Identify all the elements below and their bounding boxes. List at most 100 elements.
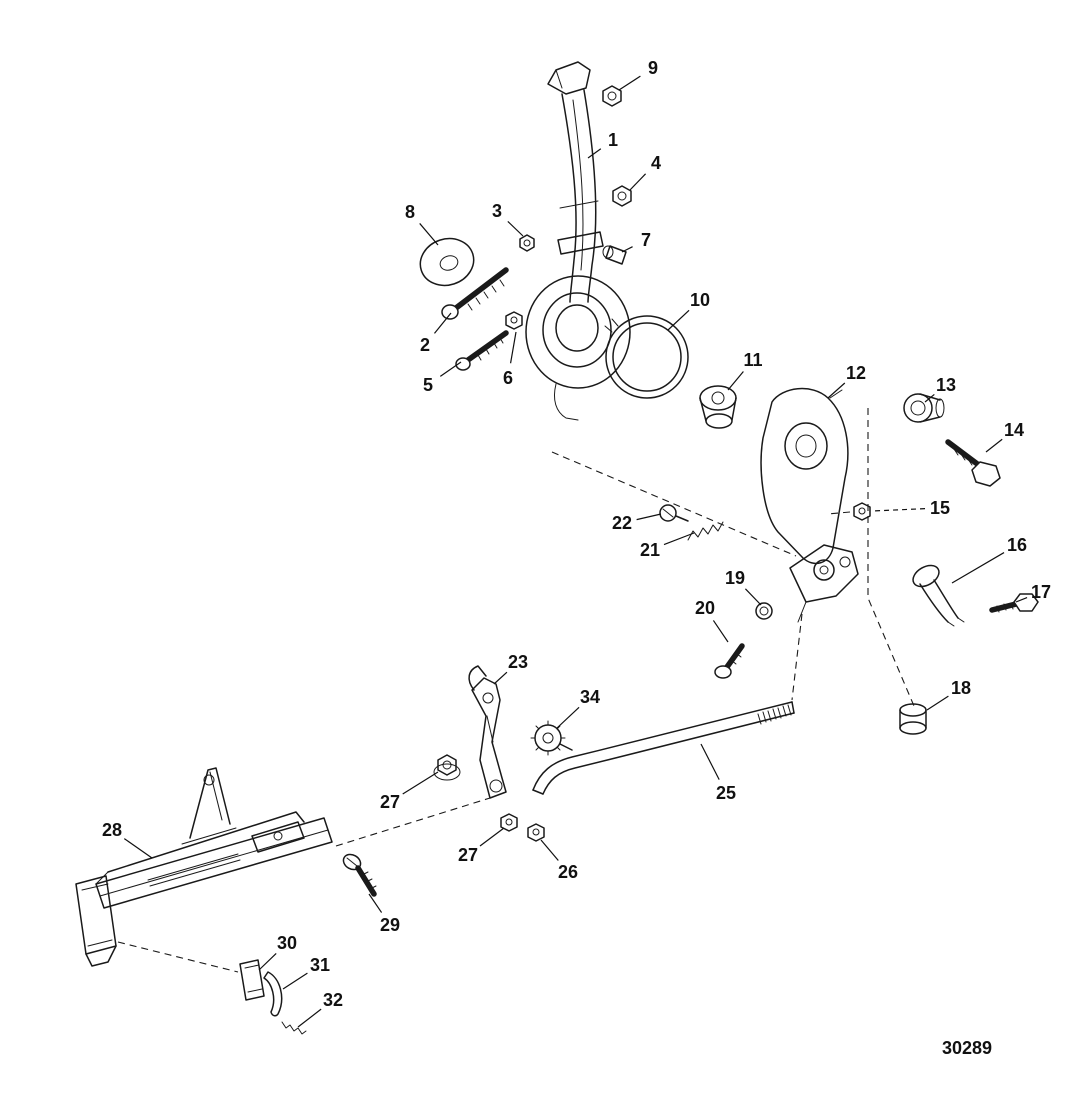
bolt-part14 — [945, 439, 1001, 487]
leader-line-3 — [507, 220, 524, 237]
clip-part30 — [239, 959, 265, 1001]
callout-23: 23 — [508, 652, 528, 672]
callout-11: 11 — [743, 350, 762, 370]
nut-part27a — [433, 754, 461, 781]
nut-part26 — [527, 823, 545, 842]
nut-part9 — [602, 85, 622, 107]
callout-18: 18 — [951, 678, 971, 698]
callout-19: 19 — [725, 568, 745, 588]
leader-line-26 — [540, 839, 559, 861]
retainer-pin-part16 — [912, 564, 965, 627]
leader-line-22 — [636, 513, 662, 521]
leader-line-10 — [667, 309, 690, 331]
leader-line-18 — [926, 695, 949, 711]
nut-part4 — [612, 185, 632, 207]
callout-22: 22 — [612, 513, 632, 533]
callout-15: 15 — [930, 498, 950, 518]
spring-part32 — [281, 1021, 307, 1035]
leader-line-2 — [433, 312, 452, 334]
washer-part19 — [755, 602, 773, 620]
nut-part27b — [500, 813, 518, 832]
cap-nut-part18 — [899, 703, 927, 735]
leader-line-1 — [587, 148, 602, 159]
leader-line-30 — [258, 952, 277, 971]
strap-part31 — [263, 971, 283, 1017]
leader-line-4 — [629, 173, 647, 191]
callout-8: 8 — [405, 202, 415, 222]
callout-1: 1 — [608, 130, 618, 150]
screw-part2 — [441, 267, 509, 320]
callout-34: 34 — [580, 687, 600, 707]
callout-12: 12 — [846, 363, 866, 383]
retaining-ring-part10 — [604, 315, 689, 399]
leader-line-17 — [1015, 597, 1028, 603]
spring-part21 — [687, 521, 724, 541]
callout-4: 4 — [651, 153, 661, 173]
leader-line-11 — [727, 371, 744, 391]
alignment-dash-lines — [117, 408, 915, 973]
screw-part7 — [602, 245, 627, 265]
callout-7: 7 — [641, 230, 651, 250]
callout-26: 26 — [558, 862, 578, 882]
callout-17: 17 — [1031, 582, 1051, 602]
leader-line-27 — [479, 827, 505, 847]
callout-27: 27 — [380, 792, 400, 812]
mounting-bracket-part28 — [75, 767, 333, 967]
callout-2: 2 — [420, 335, 430, 355]
callout-16: 16 — [1007, 535, 1027, 555]
leader-line-12 — [827, 382, 846, 399]
figure-number: 30289 — [942, 1038, 992, 1058]
shift-rod-part25 — [532, 701, 795, 795]
control-lever-part1 — [547, 61, 604, 303]
leader-line-27 — [402, 771, 439, 795]
leader-line-16 — [951, 552, 1005, 584]
callout-28: 28 — [102, 820, 122, 840]
screw-part22 — [659, 504, 689, 522]
leader-line-13 — [924, 393, 935, 403]
screw-part5 — [455, 330, 509, 371]
leader-line-34 — [556, 706, 580, 729]
leader-line-20 — [712, 620, 729, 643]
leader-line-25 — [700, 743, 720, 780]
callout-5: 5 — [423, 375, 433, 395]
callout-30: 30 — [277, 933, 297, 953]
diagram-line-art — [75, 61, 1039, 1035]
leader-line-31 — [282, 972, 308, 990]
nut-part15 — [853, 502, 871, 521]
leader-line-14 — [985, 438, 1003, 453]
callout-3: 3 — [492, 201, 502, 221]
leader-line-21 — [663, 532, 695, 546]
leader-line-7 — [621, 246, 633, 253]
screw-part29 — [342, 853, 377, 897]
bolt-part20 — [714, 643, 745, 679]
lever-hub — [525, 275, 631, 421]
callout-32: 32 — [323, 990, 343, 1010]
callout-25: 25 — [716, 783, 736, 803]
grommet-part11 — [699, 385, 737, 429]
callout-31: 31 — [310, 955, 330, 975]
leader-line-32 — [297, 1008, 322, 1028]
leader-line-28 — [123, 838, 153, 859]
leader-line-15 — [871, 508, 926, 512]
leader-line-9 — [618, 75, 641, 91]
leader-line-29 — [368, 893, 383, 913]
cover-bracket-part12 — [760, 387, 859, 623]
callout-10: 10 — [690, 290, 710, 310]
leader-line-19 — [744, 588, 762, 606]
nut-part3 — [519, 234, 535, 252]
nut-part6 — [505, 311, 523, 330]
callout-6: 6 — [503, 368, 513, 388]
flanged-bushing-part34 — [530, 720, 573, 756]
leader-line-6 — [509, 331, 517, 364]
leader-line-5 — [439, 361, 462, 377]
link-lever-part23 — [468, 665, 507, 799]
leader-line-23 — [493, 671, 508, 685]
bolt-part17 — [989, 593, 1039, 613]
callout-21: 21 — [640, 540, 660, 560]
callout-9: 9 — [648, 58, 658, 78]
callout-27: 27 — [458, 845, 478, 865]
callout-29: 29 — [380, 915, 400, 935]
